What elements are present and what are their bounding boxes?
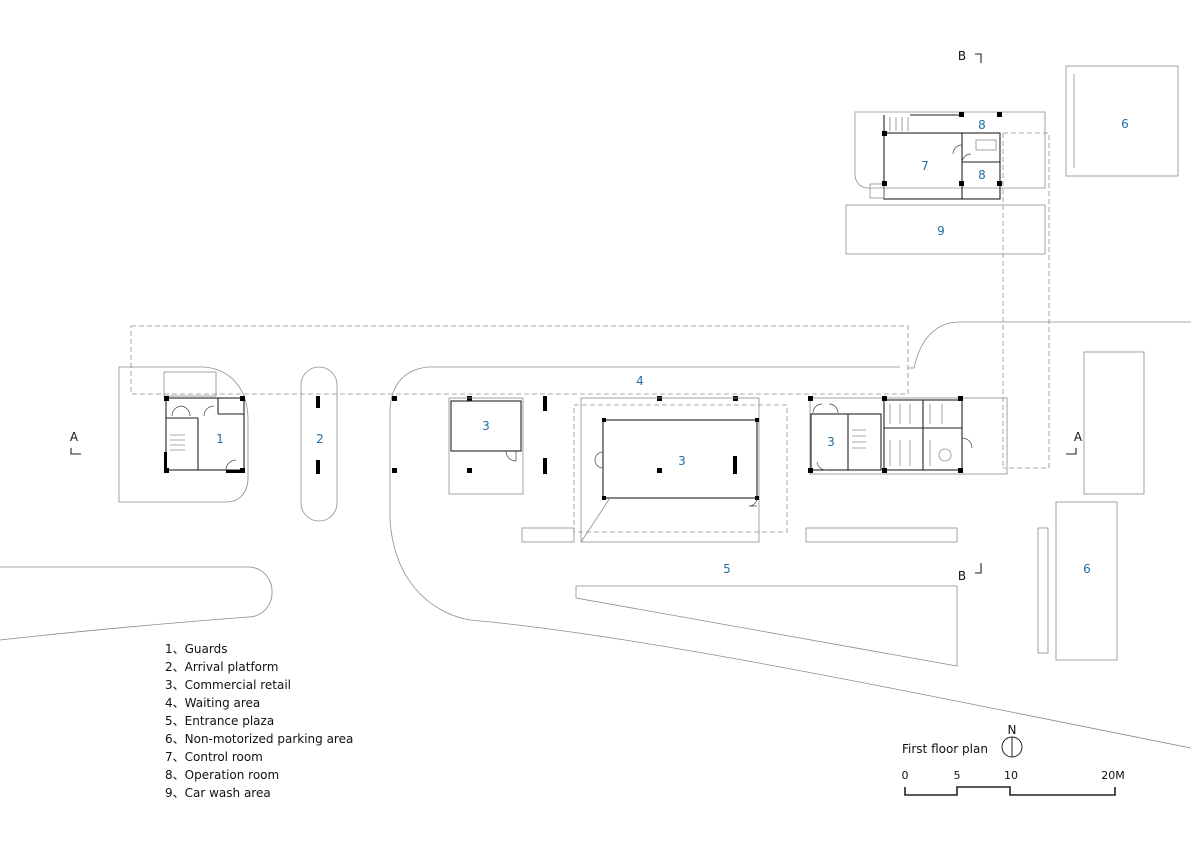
arrival-platform — [300, 366, 338, 522]
room-num-operation-room-bottom: 8 — [978, 168, 986, 182]
scale-label-0: 0 — [902, 769, 909, 782]
room-num-waiting-area: 4 — [636, 374, 644, 388]
legend-item: 8、Operation room — [165, 768, 280, 782]
room-num-operation-room-top: 8 — [978, 118, 986, 132]
scale-label-10: 10 — [1004, 769, 1018, 782]
section-marker-a-right: A — [1066, 430, 1083, 455]
room-num-control-room: 7 — [921, 159, 929, 173]
parking-ne — [1065, 65, 1179, 177]
section-label-b-bottom: B — [958, 569, 966, 583]
covered-walkway — [1002, 132, 1050, 469]
room-num-guards: 1 — [216, 432, 224, 446]
legend-item: 6、Non-motorized parking area — [165, 732, 354, 746]
legend-item: 1、Guards — [165, 642, 228, 656]
legend: 1、Guards 2、Arrival platform 3、Commercial… — [165, 640, 353, 802]
scale-label-5: 5 — [954, 769, 961, 782]
plaza-benches — [521, 527, 958, 543]
parking-se — [1037, 351, 1145, 661]
room-num-retail-center: 3 — [678, 454, 686, 468]
canopy-columns — [392, 396, 738, 474]
room-num-car-wash: 9 — [937, 224, 945, 238]
room-num-parking-se: 6 — [1083, 562, 1091, 576]
section-marker-b-bottom: B — [958, 563, 982, 583]
legend-item: 5、Entrance plaza — [165, 714, 275, 728]
room-num-retail-west: 3 — [482, 419, 490, 433]
legend-item: 4、Waiting area — [165, 696, 261, 710]
scale-label-20m: 20M — [1101, 769, 1125, 782]
car-wash-area — [845, 204, 1046, 255]
waiting-area-canopy — [130, 325, 909, 395]
section-marker-b-top: B — [958, 49, 982, 63]
room-num-retail-east: 3 — [827, 435, 835, 449]
room-num-arrival-platform: 2 — [316, 432, 324, 446]
north-arrow-icon: N — [1001, 723, 1023, 758]
retail-east — [808, 396, 1008, 475]
plan-title: First floor plan — [902, 742, 988, 756]
section-label-a-left: A — [70, 430, 79, 444]
section-marker-a-left: A — [70, 430, 81, 455]
guard-house — [118, 366, 249, 503]
legend-item: 7、Control room — [165, 750, 263, 764]
scale-bar: 0 5 10 20M — [902, 769, 1125, 796]
retail-center — [573, 397, 788, 543]
north-label: N — [1008, 723, 1017, 737]
room-num-parking-ne: 6 — [1121, 117, 1129, 131]
entrance-plaza-edge — [575, 585, 958, 667]
section-label-b-top: B — [958, 49, 966, 63]
section-label-a-right: A — [1074, 430, 1083, 444]
legend-item: 9、Car wash area — [165, 786, 271, 800]
room-num-entrance-plaza: 5 — [723, 562, 731, 576]
legend-item: 3、Commercial retail — [165, 678, 292, 692]
legend-item: 2、Arrival platform — [165, 660, 279, 674]
retail-west — [448, 397, 524, 495]
control-block — [854, 111, 1046, 200]
site-lines — [0, 321, 1191, 749]
